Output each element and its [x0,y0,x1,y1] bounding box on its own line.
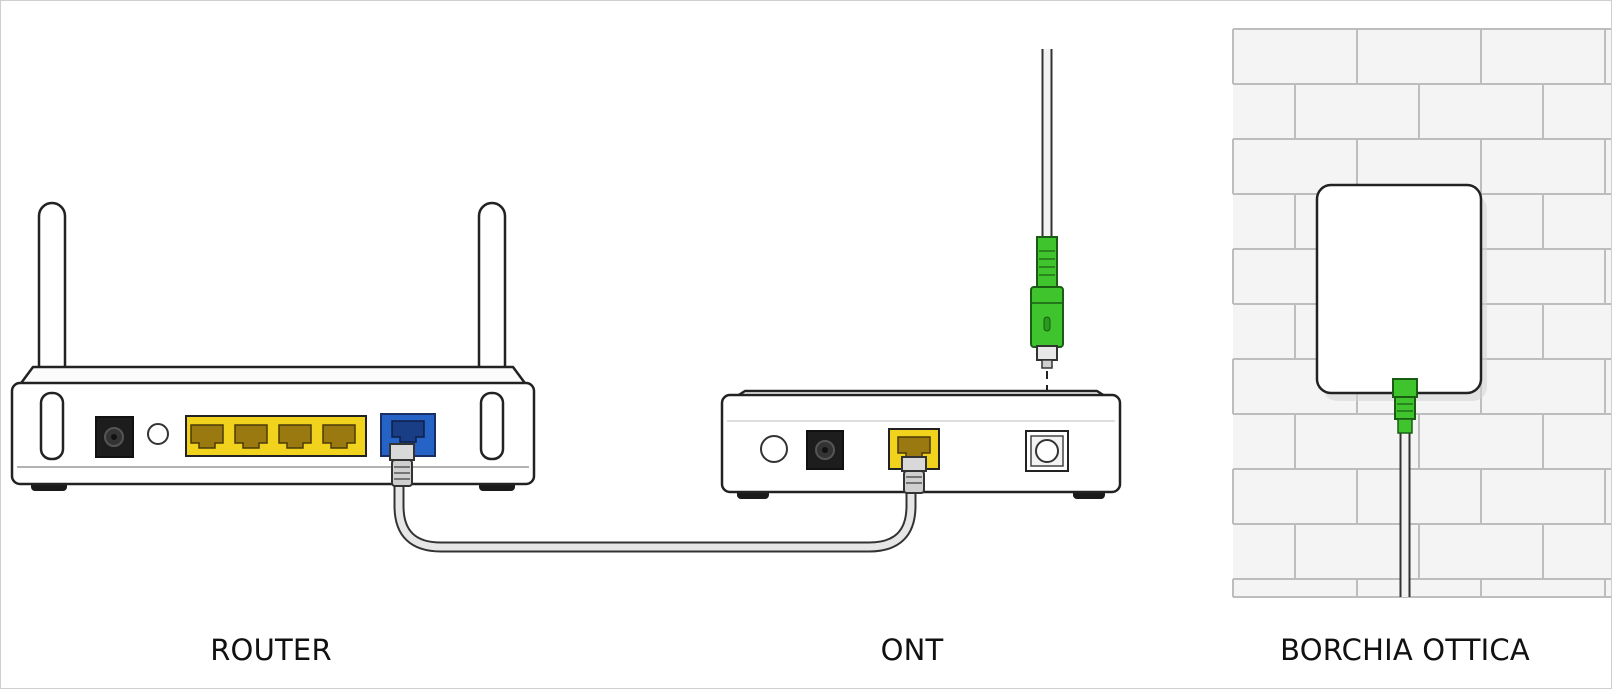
router-wan-plug [389,443,415,487]
ont-lan-plug [901,456,927,494]
optical-wall-outlet [1315,183,1487,597]
router-lan-ports [185,415,367,457]
outlet-fiber-connector [1392,378,1418,434]
lan-port [322,424,356,449]
ont-power-jack [806,430,844,470]
outlet-box [1315,183,1483,395]
brick-wall [1232,28,1611,598]
ethernet-cable [393,480,917,553]
router-reset-button [147,423,169,445]
lan-port [234,424,268,449]
ont-optical-port [1025,430,1069,472]
lan-port [278,424,312,449]
ont-label: ONT [880,633,944,667]
router-power-jack [95,416,134,458]
lan-port [190,424,224,449]
ont-power-button [760,435,788,463]
borchia-label: BORCHIA OTTICA [1280,633,1530,667]
router-device [10,201,536,491]
fiber-connector-green [1030,236,1064,369]
ont-device [720,389,1122,499]
router-label: ROUTER [210,633,332,667]
